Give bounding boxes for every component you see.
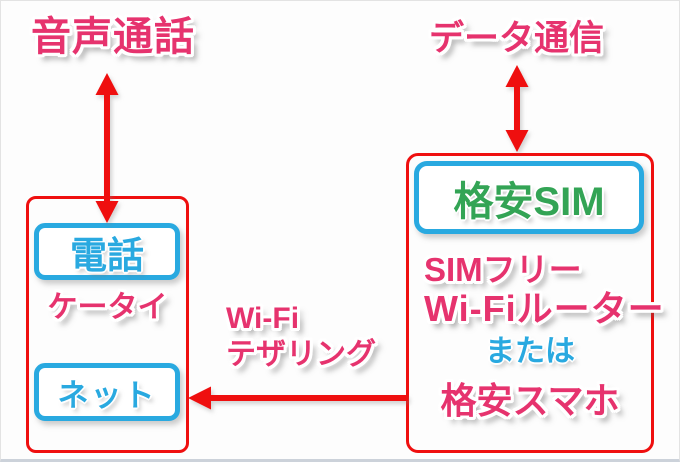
- cheap-smartphone-label: 格安スマホ: [440, 380, 620, 421]
- net-chip-label: ネット: [57, 377, 157, 413]
- phone-chip-label: 電話: [70, 234, 144, 276]
- tethering-arrow: [188, 386, 408, 410]
- data-communication-label: データ通信: [429, 19, 605, 58]
- net-chip: ネット: [34, 363, 180, 421]
- phone-chip: 電話: [34, 223, 180, 280]
- data-double-arrow: [505, 65, 529, 152]
- cheap-sim-label: 格安SIM: [453, 179, 605, 224]
- keitai-label: ケータイ: [47, 291, 168, 324]
- wifi-router-line: Wi-Fiルーター: [424, 288, 665, 329]
- tethering-label: Wi-Fi テザリング: [226, 301, 376, 373]
- sim-group-box: [406, 153, 654, 453]
- sim-free-router-label: SIMフリー Wi-Fiルーター: [424, 250, 665, 328]
- cheap-sim-chip: 格安SIM: [414, 161, 644, 234]
- sim-free-line: SIMフリー: [424, 251, 582, 288]
- tethering-line1: Wi-Fi: [226, 302, 300, 335]
- voice-call-label: 音声通話: [31, 15, 195, 59]
- or-label: または: [485, 335, 575, 368]
- tethering-line2: テザリング: [226, 338, 376, 371]
